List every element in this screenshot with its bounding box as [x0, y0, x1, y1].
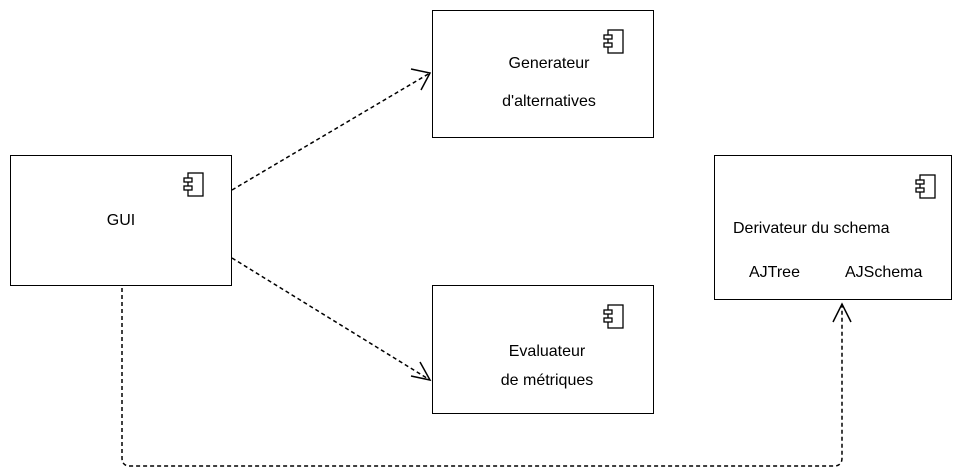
dependency-gui-to-evaluateur: [231, 257, 431, 381]
component-icon: [603, 29, 624, 54]
evaluateur-label-line2: de métriques: [500, 372, 594, 389]
dependency-gui-to-generateur: [231, 72, 431, 191]
component-derivateur[interactable]: Derivateur du schema AJTree AJSchema: [714, 155, 952, 300]
derivateur-item-ajtree: AJTree: [749, 264, 800, 281]
component-gui[interactable]: GUI: [10, 155, 232, 286]
component-evaluateur[interactable]: Evaluateur de métriques: [432, 285, 654, 414]
derivateur-item-ajschema: AJSchema: [845, 264, 923, 281]
generateur-label-line1: Generateur: [508, 55, 590, 72]
generateur-label-line2: d'alternatives: [502, 93, 596, 110]
derivateur-title: Derivateur du schema: [733, 220, 890, 237]
gui-label: GUI: [106, 212, 136, 229]
arrowhead-evaluateur: [410, 361, 432, 382]
component-icon: [603, 304, 624, 329]
dependency-gui-to-derivateur: [121, 288, 843, 467]
arrowhead-generateur: [410, 68, 432, 91]
component-generateur[interactable]: Generateur d'alternatives: [432, 10, 654, 138]
evaluateur-label-line1: Evaluateur: [508, 343, 586, 360]
arrowhead-derivateur: [832, 302, 852, 323]
component-icon: [915, 174, 936, 199]
component-icon: [183, 172, 204, 197]
